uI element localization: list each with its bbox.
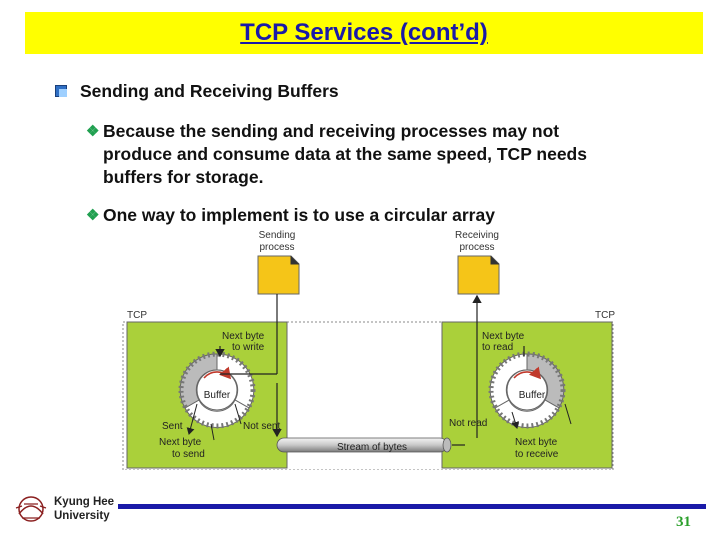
square-bullet-icon: [55, 85, 67, 97]
sub-bullet-1-line-2: produce and consume data at the same spe…: [103, 144, 587, 164]
sending-document-icon: [257, 255, 300, 295]
next-byte-to-read-1: Next byte: [482, 331, 525, 342]
university-name-line-2: University: [54, 510, 110, 522]
stream-label: Stream of bytes: [337, 442, 407, 453]
sender-buffer-label: Buffer: [204, 390, 231, 401]
next-byte-to-send-1: Next byte: [159, 437, 202, 448]
next-byte-to-write-1: Next byte: [222, 331, 265, 342]
sending-process-label-2: process: [259, 242, 294, 253]
footer-divider: [118, 504, 706, 509]
stream-pipe: [276, 437, 452, 453]
university-name: Kyung Hee University: [54, 495, 114, 523]
sent-label: Sent: [162, 421, 183, 432]
sub-bullet-2: ❖ One way to implement is to use a circu…: [86, 204, 696, 227]
sub-bullet-2-line-1: One way to implement is to use a circula…: [103, 205, 495, 225]
receiving-document-icon: [457, 255, 500, 295]
diamond-bullet-icon: ❖: [86, 123, 100, 140]
sub-bullet-1-line-3: buffers for storage.: [103, 167, 264, 187]
diamond-bullet-icon: ❖: [86, 207, 100, 224]
not-read-label: Not read: [449, 418, 487, 429]
sender-ring-buffer: [178, 351, 256, 429]
next-byte-to-receive-1: Next byte: [515, 437, 558, 448]
main-bullet: Sending and Receiving Buffers: [55, 80, 339, 103]
title-bar: TCP Services (cont’d): [25, 12, 703, 54]
tcp-right-label: TCP: [595, 310, 615, 321]
page-number: 31: [676, 514, 691, 530]
next-byte-to-write-2: to write: [232, 342, 265, 353]
receiving-process-label-1: Receiving: [455, 230, 499, 241]
sending-process-label-1: Sending: [259, 230, 296, 241]
receiver-ring-buffer: [488, 351, 566, 429]
tcp-left-label: TCP: [127, 310, 147, 321]
circular-buffer-diagram: Sending process Receiving process TCP TC…: [122, 230, 615, 470]
sub-bullet-1-line-1: Because the sending and receiving proces…: [103, 121, 560, 141]
slide-title: TCP Services (cont’d): [240, 19, 488, 46]
university-seal-icon: [15, 496, 47, 522]
next-byte-to-receive-2: to receive: [515, 449, 559, 460]
sub-bullet-1: ❖ Because the sending and receiving proc…: [86, 120, 696, 189]
not-sent-label: Not sent: [243, 421, 280, 432]
receiver-buffer-label: Buffer: [519, 390, 546, 401]
next-byte-to-read-2: to read: [482, 342, 513, 353]
university-name-line-1: Kyung Hee: [54, 496, 115, 508]
receiving-process-label-2: process: [459, 242, 494, 253]
main-bullet-text: Sending and Receiving Buffers: [80, 81, 339, 101]
next-byte-to-send-2: to send: [172, 449, 205, 460]
